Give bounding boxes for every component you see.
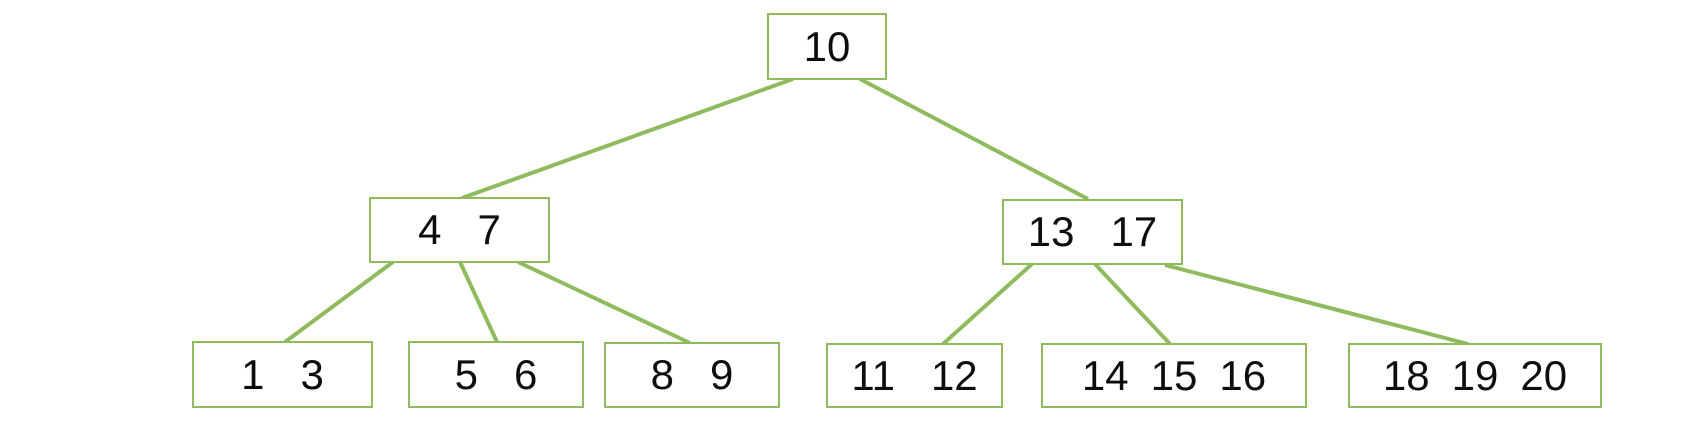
node-key: 6	[514, 350, 538, 398]
node-key: 17	[1110, 208, 1158, 255]
tree-node-8-9: 8 9	[604, 342, 780, 408]
tree-node-18-19-20: 18 19 20	[1348, 343, 1602, 408]
node-key: 4	[418, 206, 442, 253]
edge-n13-17-to-n14-15-16	[1093, 262, 1172, 346]
tree-node-5-6: 5 6	[408, 341, 584, 408]
tree-node-14-15-16: 14 15 16	[1041, 343, 1307, 408]
tree-node-11-12: 11 12	[826, 343, 1003, 408]
node-key: 11	[851, 351, 895, 399]
node-key: 8	[650, 351, 674, 398]
node-key: 10	[803, 22, 851, 70]
node-key: 12	[930, 351, 978, 399]
node-key: 9	[710, 351, 734, 398]
tree-node-1-3: 1 3	[192, 341, 373, 408]
tree-node-13-17: 13 17	[1002, 199, 1183, 265]
node-key: 3	[300, 350, 324, 398]
node-key: 18	[1382, 351, 1430, 399]
edge-n13-17-to-n18-19-20	[1164, 263, 1469, 346]
node-key: 1	[241, 350, 265, 398]
tree-node-root: 10	[767, 13, 887, 80]
node-key: 5	[454, 350, 478, 398]
edge-root-to-n4-7	[461, 77, 794, 200]
edge-root-to-n13-17	[859, 77, 1089, 201]
node-key: 19	[1451, 351, 1499, 399]
edge-n13-17-to-n11-12	[941, 262, 1034, 346]
node-key: 7	[477, 206, 501, 253]
edge-n4-7-to-n8-9	[517, 260, 691, 345]
edge-n4-7-to-n5-6	[458, 261, 499, 343]
node-key: 13	[1027, 208, 1075, 255]
tree-node-4-7: 4 7	[369, 197, 550, 263]
node-key: 15	[1150, 351, 1198, 399]
node-key: 16	[1219, 351, 1267, 399]
edge-n4-7-to-n1-3	[283, 260, 395, 344]
node-key: 14	[1081, 351, 1129, 399]
node-key: 20	[1520, 351, 1568, 399]
